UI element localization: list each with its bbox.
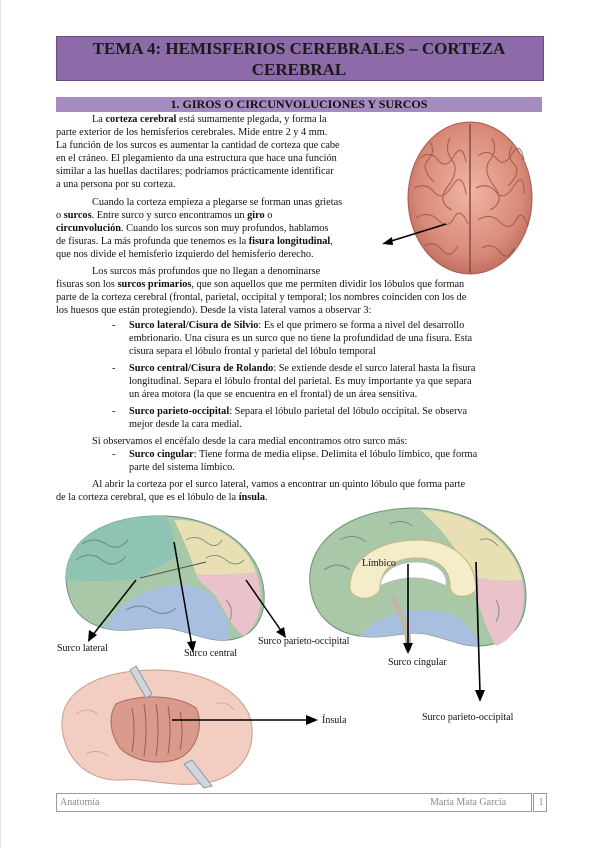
bullet-1-line-2: embrionario. Una cisura es un surco que … [129, 333, 473, 344]
bullet-2-line-1: Surco central/Cisura de Rolando: Se exti… [129, 363, 476, 374]
p1-line-5: similar a las huellas dactilares; podría… [56, 166, 334, 177]
arrow-to-insula [172, 715, 318, 725]
title-line-1: TEMA 4: HEMISFERIOS CEREBRALES – CORTEZA [92, 39, 506, 58]
p1-line-4: en el cráneo. El plegamiento da una estr… [56, 153, 337, 164]
bullet-1-line-3: cisura separa el lóbulo frontal y pariet… [129, 346, 376, 357]
bullet-1-line-1: Surco lateral/Cisura de Silvio: Es el qu… [129, 320, 465, 331]
brain-medial-view-image [309, 507, 527, 651]
p2-line-4: de fisuras. La más profunda que tenemos … [56, 236, 333, 247]
footer-box [56, 793, 532, 812]
p1-line-1: La corteza cerebral está sumamente plega… [92, 114, 327, 125]
bullet-4-line-1: Surco cingular: Tiene forma de media eli… [129, 449, 478, 460]
label-limbico: Límbico [362, 558, 396, 569]
brain-top-view-image [407, 121, 533, 275]
bullet-dash: - [112, 363, 116, 374]
p1-line-6: a una persona por su corteza. [56, 179, 176, 190]
bullet-dash: - [112, 320, 116, 331]
bullet-2-line-3: un área motora (la que se encuentra en e… [129, 389, 418, 400]
title-line-2: CEREBRAL [251, 60, 347, 79]
bullet-4-line-2: parte del sistema límbico. [129, 462, 235, 473]
label-surco-parieto-occipital: Surco parieto-occipital [258, 636, 350, 647]
label-surco-parieto-occipital-medial: Surco parieto-occipital [422, 712, 514, 723]
section-banner [56, 97, 542, 112]
p3-line-1: Los surcos más profundos que no llegan a… [92, 266, 321, 277]
p4-line: Si observamos el encéfalo desde la cara … [92, 436, 408, 447]
page-title: TEMA 4: HEMISFERIOS CEREBRALES – CORTEZA… [56, 38, 542, 80]
label-surco-central: Surco central [184, 648, 238, 659]
title-banner [56, 36, 544, 81]
label-surco-lateral: Surco lateral [57, 643, 108, 654]
bullet-2-line-2: longitudinal. Separa el lóbulo frontal d… [129, 376, 472, 387]
p2-line-5: que nos divide el hemisferio izquierdo d… [56, 249, 314, 260]
label-surco-cingular: Surco cingular [388, 657, 447, 668]
page-number-box [533, 793, 547, 812]
p1-line-3: La función de los surcos es aumentar la … [56, 140, 340, 151]
p5-line-1: Al abrir la corteza por el surco lateral… [92, 479, 466, 490]
bullet-dash: - [112, 406, 116, 417]
brain-lateral-view-image [65, 515, 265, 641]
bullet-dash: - [112, 449, 116, 460]
brain-insula-view-image [61, 665, 253, 789]
p5-line-2: de la corteza cerebral, que es el lóbulo… [56, 492, 268, 503]
p3-line-3: parte de la corteza cerebral (frontal, p… [56, 292, 467, 303]
lateral-view-arrows [88, 541, 286, 653]
p2-line-1: Cuando la corteza empieza a plegarse se … [92, 197, 343, 208]
footer-author: María Mata García [430, 797, 507, 808]
p3-line-4: los huesos que están protegiendo). Desde… [56, 305, 372, 316]
p1-line-2: parte exterior de los hemisferios cerebr… [56, 127, 328, 138]
p2-line-3: circunvolución. Cuando los surcos son mu… [56, 223, 329, 234]
p3-line-2: fisuras son los surcos primarios, que so… [56, 279, 465, 290]
page-number: 1 [538, 797, 544, 808]
medial-view-arrows [403, 561, 485, 702]
arrow-to-longitudinal-fissure [382, 223, 447, 245]
bullet-3-line-2: mejor desde la cara medial. [129, 419, 242, 430]
footer-left: Anatomía [60, 797, 100, 808]
section-heading: 1. GIROS O CIRCUNVOLUCIONES Y SURCOS [170, 97, 428, 111]
bullet-3-line-1: Surco parieto-occipital: Separa el lóbul… [129, 406, 468, 417]
label-insula: Ínsula [322, 715, 347, 726]
p2-line-2: o surcos. Entre surco y surco encontramo… [56, 210, 273, 221]
